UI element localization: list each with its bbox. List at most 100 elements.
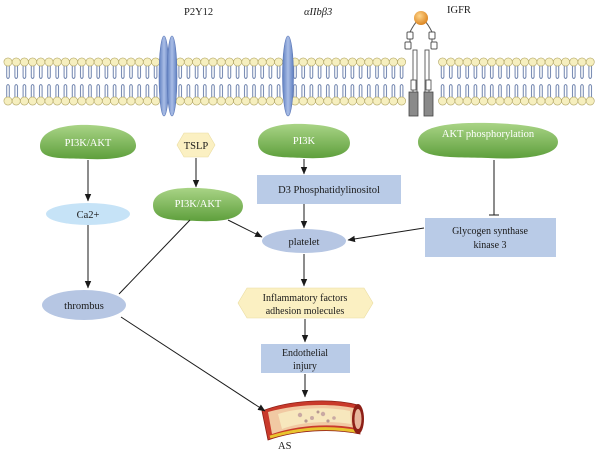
lipid-tail bbox=[588, 66, 593, 80]
lipid-head bbox=[364, 96, 374, 106]
lipid-head bbox=[28, 57, 37, 67]
lipid-tail bbox=[260, 83, 265, 97]
lipid-head bbox=[208, 96, 218, 106]
lipid-tail bbox=[276, 66, 281, 80]
lipid-tail bbox=[211, 66, 215, 80]
lipid-tail bbox=[120, 83, 125, 97]
lipid-head bbox=[561, 57, 570, 67]
lipid-head bbox=[249, 96, 259, 106]
lipid-tail bbox=[366, 66, 371, 80]
lipid-tail bbox=[96, 83, 101, 97]
lipid-head bbox=[470, 96, 480, 106]
lipid-head bbox=[36, 96, 46, 106]
lipid-tail bbox=[350, 66, 355, 80]
lipid-tail bbox=[129, 83, 133, 97]
lipid-head bbox=[544, 96, 554, 106]
lipid-head bbox=[553, 96, 562, 106]
lipid-tail bbox=[375, 83, 379, 97]
lipid-head bbox=[306, 96, 316, 106]
lipid-tail bbox=[309, 66, 314, 80]
lipid-tail bbox=[506, 66, 511, 80]
lipid-tail bbox=[63, 66, 68, 80]
lipid-tail bbox=[30, 83, 35, 97]
lipid-tail bbox=[268, 66, 273, 80]
lipid-tail bbox=[88, 83, 92, 97]
lipid-head bbox=[11, 96, 21, 106]
lipid-head bbox=[315, 96, 324, 106]
lipid-head bbox=[233, 96, 242, 106]
pi3k-label: PI3K bbox=[293, 136, 316, 147]
lipid-tail bbox=[342, 83, 347, 97]
lipid-head bbox=[224, 96, 234, 106]
lipid-tail bbox=[104, 83, 109, 97]
lipid-tail bbox=[325, 66, 330, 80]
lipid-head bbox=[52, 57, 62, 67]
lipid-head bbox=[44, 96, 54, 106]
lipid-head bbox=[69, 96, 78, 106]
lipid-head bbox=[77, 57, 87, 67]
lipid-head bbox=[61, 96, 70, 106]
igfr-receptor bbox=[404, 11, 438, 117]
lipid-tail bbox=[260, 66, 265, 80]
lipid-tail bbox=[358, 66, 363, 80]
lipid-head bbox=[577, 96, 587, 106]
igfr-label: IGFR bbox=[447, 5, 471, 16]
lipid-tail bbox=[547, 66, 552, 80]
lipid-tail bbox=[399, 83, 404, 97]
lipid-tail bbox=[243, 66, 248, 80]
lipid-head bbox=[151, 96, 160, 106]
lipid-head bbox=[356, 57, 365, 67]
lipid-head bbox=[397, 96, 406, 106]
lipid-head bbox=[175, 57, 185, 67]
lipid-head bbox=[462, 57, 472, 67]
lipid-head bbox=[126, 96, 136, 106]
ca2-node: Ca2+ bbox=[46, 203, 130, 225]
ca2-label: Ca2+ bbox=[77, 210, 100, 221]
lipid-head bbox=[200, 96, 210, 106]
lipid-head bbox=[118, 57, 128, 67]
lipid-tail bbox=[301, 83, 306, 97]
lipid-tail bbox=[588, 83, 593, 97]
lipid-head bbox=[192, 96, 201, 106]
lipid-head bbox=[561, 96, 570, 106]
lipid-tail bbox=[47, 66, 51, 80]
lipid-head bbox=[241, 96, 251, 106]
lipid-head bbox=[380, 57, 390, 67]
lipid-tail bbox=[457, 83, 461, 97]
lipid-head bbox=[257, 57, 267, 67]
lipid-head bbox=[503, 57, 513, 67]
lipid-tail bbox=[30, 66, 35, 80]
gsk3-node: Glycogen synthase kinase 3 bbox=[425, 218, 556, 257]
lipid-head bbox=[69, 57, 78, 67]
lipid-tail bbox=[457, 66, 461, 80]
lipid-head bbox=[520, 57, 529, 67]
lipid-head bbox=[200, 57, 210, 67]
lipid-head bbox=[11, 57, 21, 67]
lipid-tail bbox=[178, 83, 183, 97]
lipid-tail bbox=[498, 83, 502, 97]
lipid-head bbox=[536, 57, 546, 67]
platelet-label: platelet bbox=[289, 237, 320, 248]
lipid-head bbox=[61, 57, 70, 67]
lipid-tail bbox=[514, 83, 519, 97]
lipid-tail bbox=[555, 66, 560, 80]
lipid-tail bbox=[71, 66, 76, 80]
lipid-head bbox=[503, 96, 513, 106]
endothelial-injury-node: Endothelial injury bbox=[261, 344, 350, 373]
inflammatory-factors-line1: Inflammatory factors bbox=[263, 293, 348, 304]
integrin-receptor bbox=[282, 35, 294, 117]
lipid-head bbox=[93, 57, 103, 67]
lipid-head bbox=[192, 57, 201, 67]
lipid-head bbox=[388, 57, 398, 67]
lipid-head bbox=[175, 96, 185, 106]
lipid-tail bbox=[498, 66, 502, 80]
lipid-tail bbox=[6, 83, 10, 97]
lipid-head bbox=[102, 96, 111, 106]
lipid-head bbox=[331, 57, 341, 67]
lipid-head bbox=[462, 96, 472, 106]
thrombus-label: thrombus bbox=[64, 301, 104, 312]
lipid-head bbox=[44, 57, 54, 67]
as-label: AS bbox=[278, 441, 292, 452]
lipid-head bbox=[110, 96, 119, 106]
lipid-head bbox=[454, 57, 464, 67]
